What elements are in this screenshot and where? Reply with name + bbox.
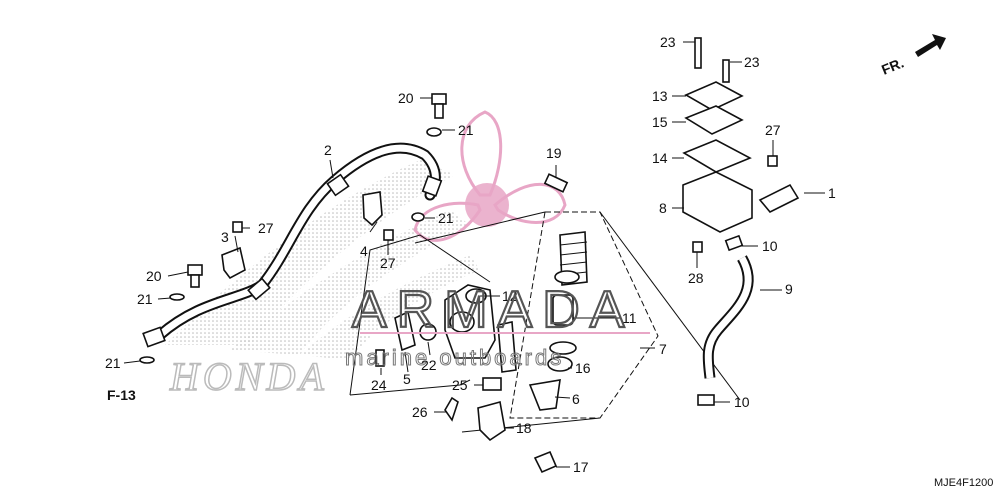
bolt-28 xyxy=(692,241,703,253)
callout: 10 xyxy=(734,394,750,410)
callout: 4 xyxy=(360,243,368,259)
leader-lines xyxy=(123,41,825,468)
hose-clamp-4 xyxy=(362,191,383,227)
callout: 21 xyxy=(458,122,474,138)
front-direction-arrow xyxy=(915,34,946,57)
callout: 1 xyxy=(828,185,836,201)
callout-labels: 1 2 3 4 5 6 7 8 9 10 10 11 12 13 14 15 1… xyxy=(105,34,836,475)
callout: 9 xyxy=(785,281,793,297)
hose-clip-10-upper xyxy=(724,234,744,252)
callout: 15 xyxy=(652,114,668,130)
callout: 23 xyxy=(660,34,676,50)
bolt-20-upper xyxy=(431,93,447,105)
brake-hose xyxy=(142,142,443,348)
callout: 6 xyxy=(572,391,580,407)
callout: 21 xyxy=(137,291,153,307)
bolt-27-reservoir xyxy=(767,155,778,167)
callout: 11 xyxy=(622,310,637,326)
armada-watermark-title: ARMADA xyxy=(352,281,634,339)
callout: 2 xyxy=(324,142,332,158)
callout: 21 xyxy=(105,355,121,371)
callout: 22 xyxy=(421,357,437,373)
callout: 5 xyxy=(403,371,411,387)
callout: 21 xyxy=(438,210,454,226)
figure-code: MJE4F1200 xyxy=(934,477,993,489)
callout: 27 xyxy=(380,255,396,271)
callout: 27 xyxy=(258,220,274,236)
callout: 7 xyxy=(659,341,667,357)
master-cylinder-frame xyxy=(349,211,741,433)
reservoir-assembly xyxy=(682,37,800,253)
washer-21-middle xyxy=(411,212,425,222)
callout: 28 xyxy=(688,270,704,286)
callout: 14 xyxy=(652,150,668,166)
callout: 18 xyxy=(516,420,532,436)
bolt-20-lower-shank xyxy=(190,274,200,288)
callout: 26 xyxy=(412,404,428,420)
armada-watermark-subtitle: marine outboards xyxy=(345,345,564,370)
pin-26 xyxy=(444,396,459,422)
reference-label: F-13 xyxy=(107,387,136,403)
washer-21-left xyxy=(169,293,185,301)
callout: 12 xyxy=(502,288,518,304)
callout: 10 xyxy=(762,238,778,254)
callout: 3 xyxy=(221,229,229,245)
reservoir-hose xyxy=(697,234,754,406)
front-direction-label: FR. xyxy=(879,54,906,77)
bolt-20-upper-shank xyxy=(434,103,444,119)
piston-assembly xyxy=(528,231,588,411)
callout: 19 xyxy=(546,145,562,161)
callout: 27 xyxy=(765,122,781,138)
callout: 23 xyxy=(744,54,760,70)
hose-clamp-3 xyxy=(221,246,246,280)
bolt-19 xyxy=(543,173,569,193)
bolt-20-lower xyxy=(187,264,203,276)
screw-23-left xyxy=(694,37,702,69)
honda-brand-watermark: HONDA xyxy=(169,354,328,399)
callout: 20 xyxy=(398,90,414,106)
callout: 17 xyxy=(573,459,589,475)
screw-23-right xyxy=(722,59,730,83)
nut-25 xyxy=(482,377,502,391)
callout: 20 xyxy=(146,268,162,284)
bolt-27-clamp xyxy=(383,229,394,241)
bolt-27-left xyxy=(232,221,243,233)
callout: 16 xyxy=(575,360,591,376)
callout: 25 xyxy=(452,377,468,393)
washer-21-lower xyxy=(139,356,155,364)
hose-clip-10-lower xyxy=(697,394,715,406)
boot-17 xyxy=(533,450,558,474)
callout: 8 xyxy=(659,200,667,216)
callout: 24 xyxy=(371,377,387,393)
washer-21-upper xyxy=(426,127,442,137)
clevis-18 xyxy=(477,400,506,442)
callout: 13 xyxy=(652,88,668,104)
